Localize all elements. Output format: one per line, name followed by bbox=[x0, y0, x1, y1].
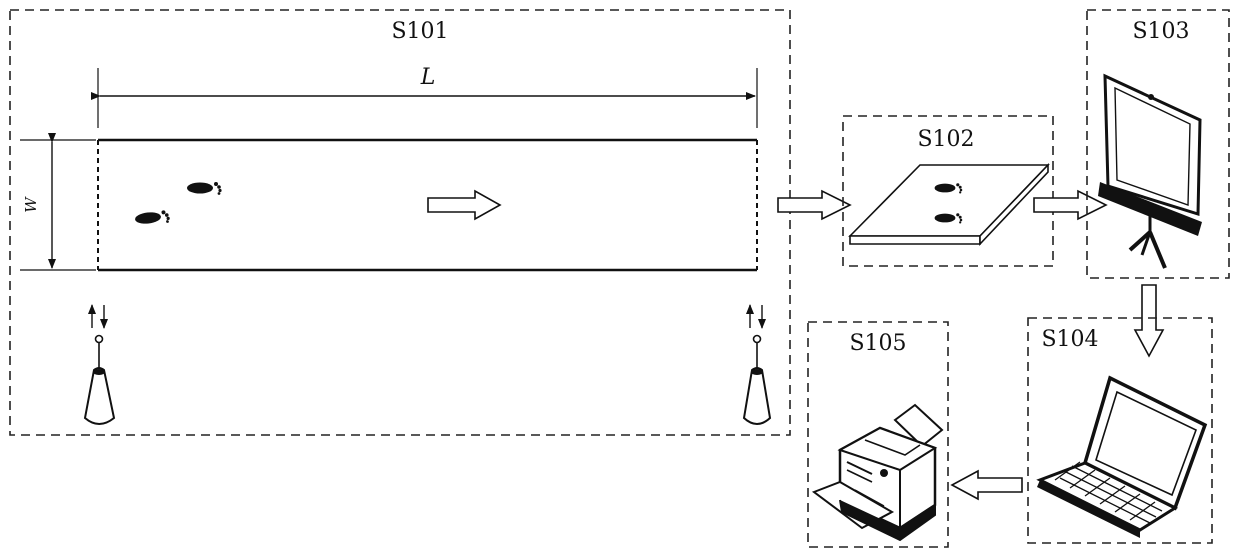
step-s101-label: S101 bbox=[391, 19, 448, 44]
width-dimension: W bbox=[20, 140, 96, 270]
projector-screen-icon bbox=[1098, 76, 1202, 268]
step-s104-box: S104 bbox=[1028, 318, 1212, 543]
length-dimension: L bbox=[98, 65, 757, 128]
width-label: W bbox=[22, 196, 40, 213]
step-s105-box: S105 bbox=[808, 322, 948, 547]
wireless-antenna-icon bbox=[85, 305, 114, 424]
wireless-antenna-icon bbox=[744, 305, 770, 424]
length-label: L bbox=[420, 65, 436, 90]
step-s103-box: S103 bbox=[1087, 10, 1229, 278]
pressure-plate-icon bbox=[850, 165, 1048, 244]
hollow-arrow-icon bbox=[952, 471, 1022, 499]
laptop-icon bbox=[1037, 378, 1205, 538]
hollow-arrow-icon bbox=[428, 191, 500, 219]
hollow-arrow-icon bbox=[1135, 285, 1163, 356]
step-s101-box: S101 L W bbox=[10, 10, 790, 435]
printer-icon bbox=[814, 405, 942, 540]
step-s104-label: S104 bbox=[1041, 327, 1098, 352]
step-s105-label: S105 bbox=[849, 331, 906, 356]
step-s102-box: S102 bbox=[843, 116, 1053, 266]
hollow-arrow-icon bbox=[778, 191, 850, 219]
hollow-arrow-icon bbox=[1034, 191, 1106, 219]
footprints-icon bbox=[134, 182, 221, 226]
step-s103-label: S103 bbox=[1132, 19, 1189, 44]
step-s102-label: S102 bbox=[917, 127, 974, 152]
